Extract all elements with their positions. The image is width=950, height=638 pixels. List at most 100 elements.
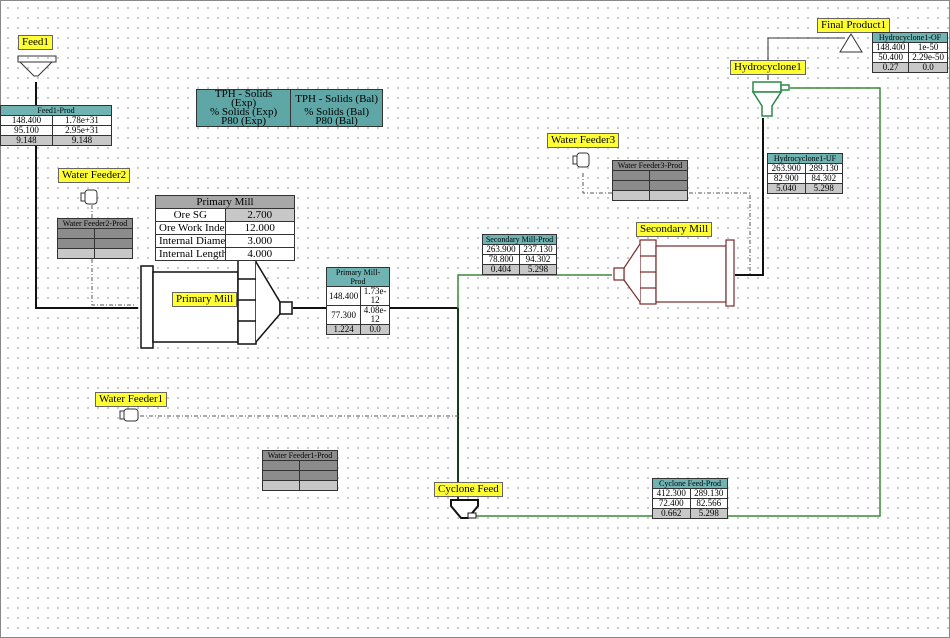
stream-value: 1.73e-12 [360,286,390,306]
table-row [261,470,338,481]
stream-value [299,460,338,471]
stream-value: 148.400 [0,115,54,126]
water-feeder1-label[interactable]: Water Feeder1 [95,392,168,407]
param-value[interactable]: 4.000 [224,247,295,261]
stream-value [299,480,338,491]
stream-value [261,460,301,471]
cyclone-feed-sump-icon[interactable] [450,499,479,519]
stream-table-title: Secondary Mill-Prod [482,234,557,245]
stream-value: 2.29e-50 [908,52,948,63]
primary-mill-icon[interactable] [140,257,293,349]
water-feeder2-pump-icon[interactable] [80,189,98,205]
stream-table-title: Cyclone Feed-Prod [652,478,728,489]
water-feeder1-prod-table[interactable]: Water Feeder1-Prod [261,450,338,491]
stream-value: 289.130 [689,488,728,499]
stream-value [611,180,651,191]
water-feeder3-label[interactable]: Water Feeder3 [547,133,620,148]
stream-value: 82.566 [689,498,728,509]
feed-stream[interactable] [35,82,138,309]
stream-value [261,480,301,491]
stream-value [649,190,688,201]
param-value[interactable]: 3.000 [224,234,295,248]
stream-value: 0.404 [482,264,520,275]
hydrocyclone-icon[interactable] [751,81,790,117]
table-row [56,248,133,259]
secondary-mill-icon[interactable] [613,239,735,307]
stream-table-title: Water Feeder1-Prod [262,450,338,461]
table-row [611,180,688,191]
stream-value: 77.300 [325,305,362,325]
hydrocyclone1-label[interactable]: Hydrocyclone1 [730,60,806,75]
stream-value: 237.130 [518,244,558,255]
param-label: Internal Length (m) [155,247,226,261]
primary-mill-label[interactable]: Primary Mill [172,292,238,307]
hydrocyclone-uf-stream[interactable] [735,118,764,276]
feed1-label[interactable]: Feed1 [18,35,53,50]
legend-cell: P80 (Exp) [195,116,292,127]
table-row [611,170,688,181]
stream-value [611,190,651,201]
cyclone-feed-label[interactable]: Cyclone Feed [434,482,503,497]
param-label: Ore SG [155,208,226,222]
param-label: Ore Work Index (Sim) [155,221,226,235]
water-feeder3-prod-table[interactable]: Water Feeder3-Prod [611,160,688,201]
water-feeder2-label[interactable]: Water Feeder2 [58,168,131,183]
param-value[interactable]: 12.000 [224,221,295,235]
stream-value: 5.298 [518,264,558,275]
table-row [56,238,133,249]
param-label: Internal Diameter (m) (Sim) [155,234,226,248]
stream-value: 1e-50 [908,42,948,53]
water-feeder3-pump-icon[interactable] [572,152,590,168]
feed-hopper-icon[interactable] [17,55,57,77]
legend-cell: TPH - Solids (Exp) [195,89,292,108]
stream-value: 5.298 [689,508,728,519]
stream-value: 148.400 [871,42,910,53]
stream-value: 2.95e+31 [52,125,112,136]
stream-value [56,248,96,259]
primary-mill-params-table: Primary Mill Ore SG2.700 Ore Work Index … [155,195,295,261]
table-row [611,190,688,201]
stream-value [299,470,338,481]
stream-value [94,228,133,239]
final-product-icon[interactable] [839,33,863,53]
stream-value: 263.900 [767,163,806,174]
param-value[interactable]: 2.700 [224,208,295,222]
stream-value: 94.302 [518,254,558,265]
stream-value: 1.224 [325,324,362,335]
stream-table-title: Water Feeder3-Prod [612,160,688,171]
stream-table-title: Primary Mill-Prod [326,267,390,287]
secondary-mill-label[interactable]: Secondary Mill [636,222,713,237]
stream-value: 82.900 [767,173,806,184]
legend-cell: P80 (Bal) [290,116,383,127]
stream-value: 9.148 [0,135,54,146]
stream-value [56,238,96,249]
stream-value: 0.0 [360,324,390,335]
stream-value: 84.302 [804,173,843,184]
secondary-mill-prod-stream[interactable] [457,274,612,308]
stream-value: 289.130 [804,163,843,174]
stream-table-title: Feed1-Prod [0,105,112,116]
final-product1-label[interactable]: Final Product1 [817,18,891,33]
stream-value: 148.400 [325,286,362,306]
water-feeder3-stream[interactable] [582,173,751,275]
water-feeder1-pump-icon[interactable] [119,408,139,422]
water-feeder2-prod-table[interactable]: Water Feeder2-Prod [56,218,133,259]
stream-value [649,180,688,191]
stream-value: 72.400 [652,498,691,509]
stream-value: 1.78e+31 [52,115,112,126]
